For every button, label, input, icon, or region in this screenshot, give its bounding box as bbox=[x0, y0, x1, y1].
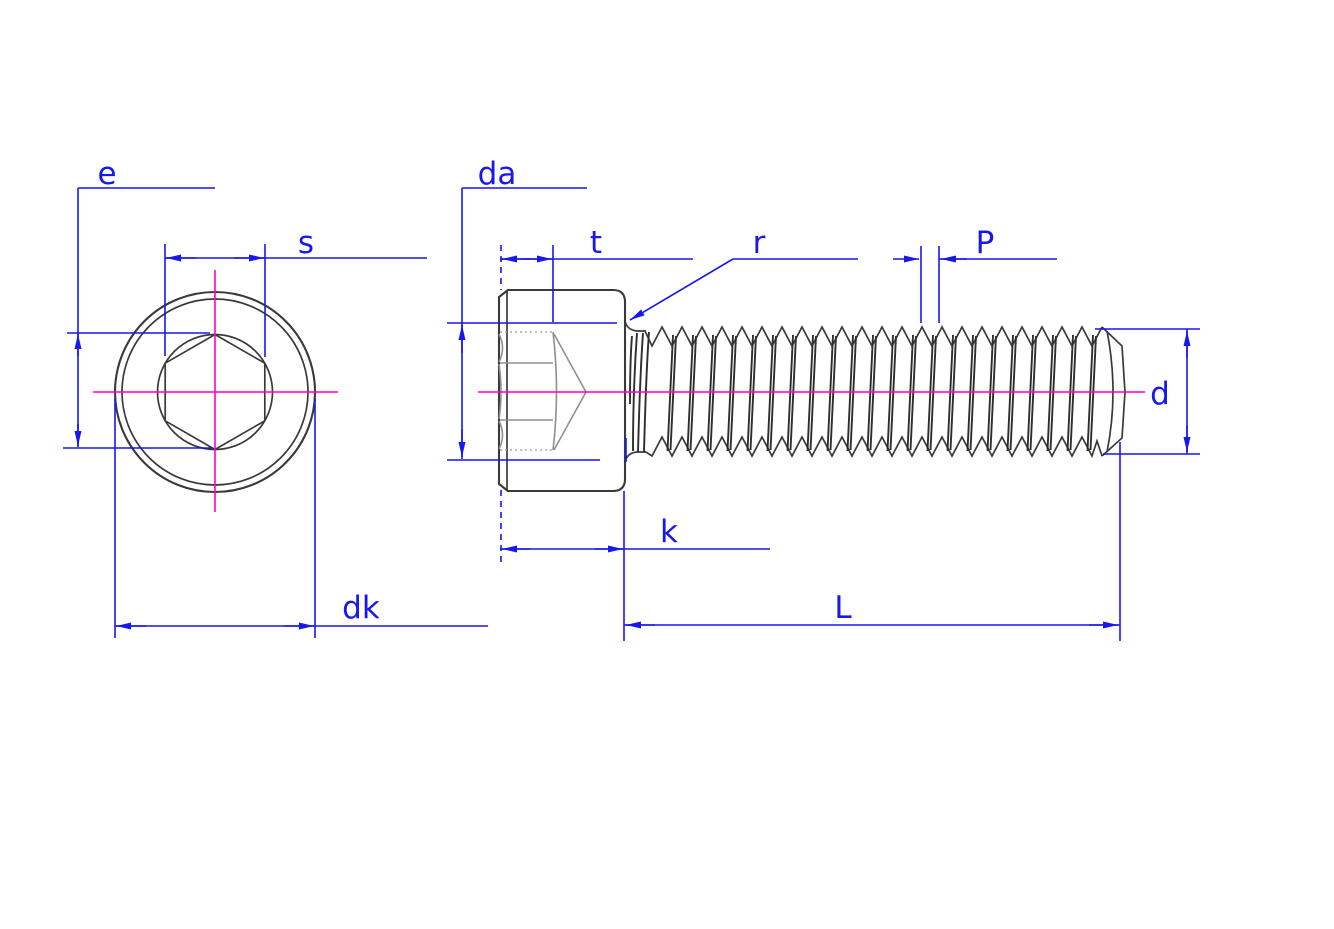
dim-label-P: P bbox=[976, 225, 995, 261]
thread-flank-line bbox=[1086, 334, 1094, 452]
thread-flank-line bbox=[1089, 335, 1097, 451]
thread-flank-line bbox=[749, 335, 757, 451]
socket-depth-edge bbox=[552, 331, 558, 451]
thread-flank-line bbox=[706, 334, 714, 452]
thread-flank-line bbox=[846, 334, 854, 452]
socket-corner-arc-bottom bbox=[498, 420, 504, 450]
thread-flank-line bbox=[786, 334, 794, 452]
thread-flank-line bbox=[1046, 334, 1054, 452]
side-view bbox=[478, 288, 1145, 493]
dimension-P: P bbox=[893, 225, 1057, 323]
thread-flank-line bbox=[929, 335, 937, 451]
dimension-r: r bbox=[629, 225, 858, 321]
dimension-s: s bbox=[164, 225, 427, 357]
dimension-dk: dk bbox=[114, 398, 488, 638]
thread-flank-line bbox=[1066, 334, 1074, 452]
socket-corner-arc-top bbox=[498, 333, 504, 363]
thread-flank-line bbox=[686, 334, 694, 452]
dimension-e: e bbox=[63, 156, 215, 449]
dimension-da: da bbox=[447, 156, 627, 462]
thread-flank-line bbox=[809, 335, 817, 451]
thread-flank-line bbox=[709, 335, 717, 451]
end-view bbox=[93, 270, 338, 512]
dimension-t: t bbox=[500, 225, 693, 322]
thread-profile bbox=[629, 331, 1097, 453]
neck-bottom bbox=[624, 451, 646, 463]
thread-flank-line bbox=[643, 331, 650, 453]
thread-flank-line bbox=[1006, 334, 1014, 452]
hidden-socket bbox=[498, 331, 587, 451]
thread-flank-line bbox=[866, 334, 874, 452]
thread-flank-line bbox=[746, 334, 754, 452]
thread-flank-line bbox=[829, 335, 837, 451]
thread-flank-line bbox=[729, 335, 737, 451]
thread-flank-line bbox=[909, 335, 917, 451]
dim-label-da: da bbox=[478, 156, 517, 192]
thread-flank-line bbox=[906, 334, 914, 452]
dimension-L: L bbox=[624, 442, 1121, 641]
thread-flank-line bbox=[986, 334, 994, 452]
thread-flank-line bbox=[869, 335, 877, 451]
thread-flank-line bbox=[632, 332, 638, 452]
thread-flank-line bbox=[926, 334, 934, 452]
dim-label-dk: dk bbox=[342, 590, 380, 626]
thread-flank-line bbox=[726, 334, 734, 452]
dim-label-s: s bbox=[298, 225, 314, 261]
thread-flank-line bbox=[766, 334, 774, 452]
dim-label-d: d bbox=[1150, 376, 1170, 412]
thread-flank-line bbox=[849, 335, 857, 451]
thread-flank-line bbox=[886, 334, 894, 452]
thread-flank-line bbox=[1029, 335, 1037, 451]
thread-flank-line bbox=[946, 334, 954, 452]
thread-flank-line bbox=[669, 335, 677, 451]
thread-flank-line bbox=[989, 335, 997, 451]
thread-flank-line bbox=[689, 335, 697, 451]
thread-flank-line bbox=[889, 335, 897, 451]
thread-flank-line bbox=[806, 334, 814, 452]
neck-top bbox=[624, 320, 646, 332]
thread-flank-line bbox=[1009, 335, 1017, 451]
thread-flank-line bbox=[769, 335, 777, 451]
dim-label-e: e bbox=[97, 156, 116, 192]
dim-label-k: k bbox=[660, 514, 678, 550]
thread-flank-line bbox=[789, 335, 797, 451]
thread-flank-line bbox=[666, 334, 674, 452]
thread-flank-line bbox=[629, 335, 633, 405]
thread-flank-line bbox=[1026, 334, 1034, 452]
dim-label-L: L bbox=[834, 590, 852, 626]
thread-flank-line bbox=[826, 334, 834, 452]
thread-flank-line bbox=[969, 335, 977, 451]
thread-flank-line bbox=[1049, 335, 1057, 451]
dimension-k: k bbox=[500, 490, 770, 641]
thread-flank-line bbox=[1069, 335, 1077, 451]
thread-flank-line bbox=[966, 334, 974, 452]
thread-flank-line bbox=[949, 335, 957, 451]
head-outline bbox=[497, 288, 627, 493]
dim-label-r: r bbox=[753, 225, 766, 261]
dimension-d: d bbox=[1095, 328, 1200, 455]
thread-flank-line bbox=[637, 332, 644, 453]
thread-crest-bottom bbox=[645, 435, 1103, 459]
dim-label-t: t bbox=[590, 225, 602, 261]
